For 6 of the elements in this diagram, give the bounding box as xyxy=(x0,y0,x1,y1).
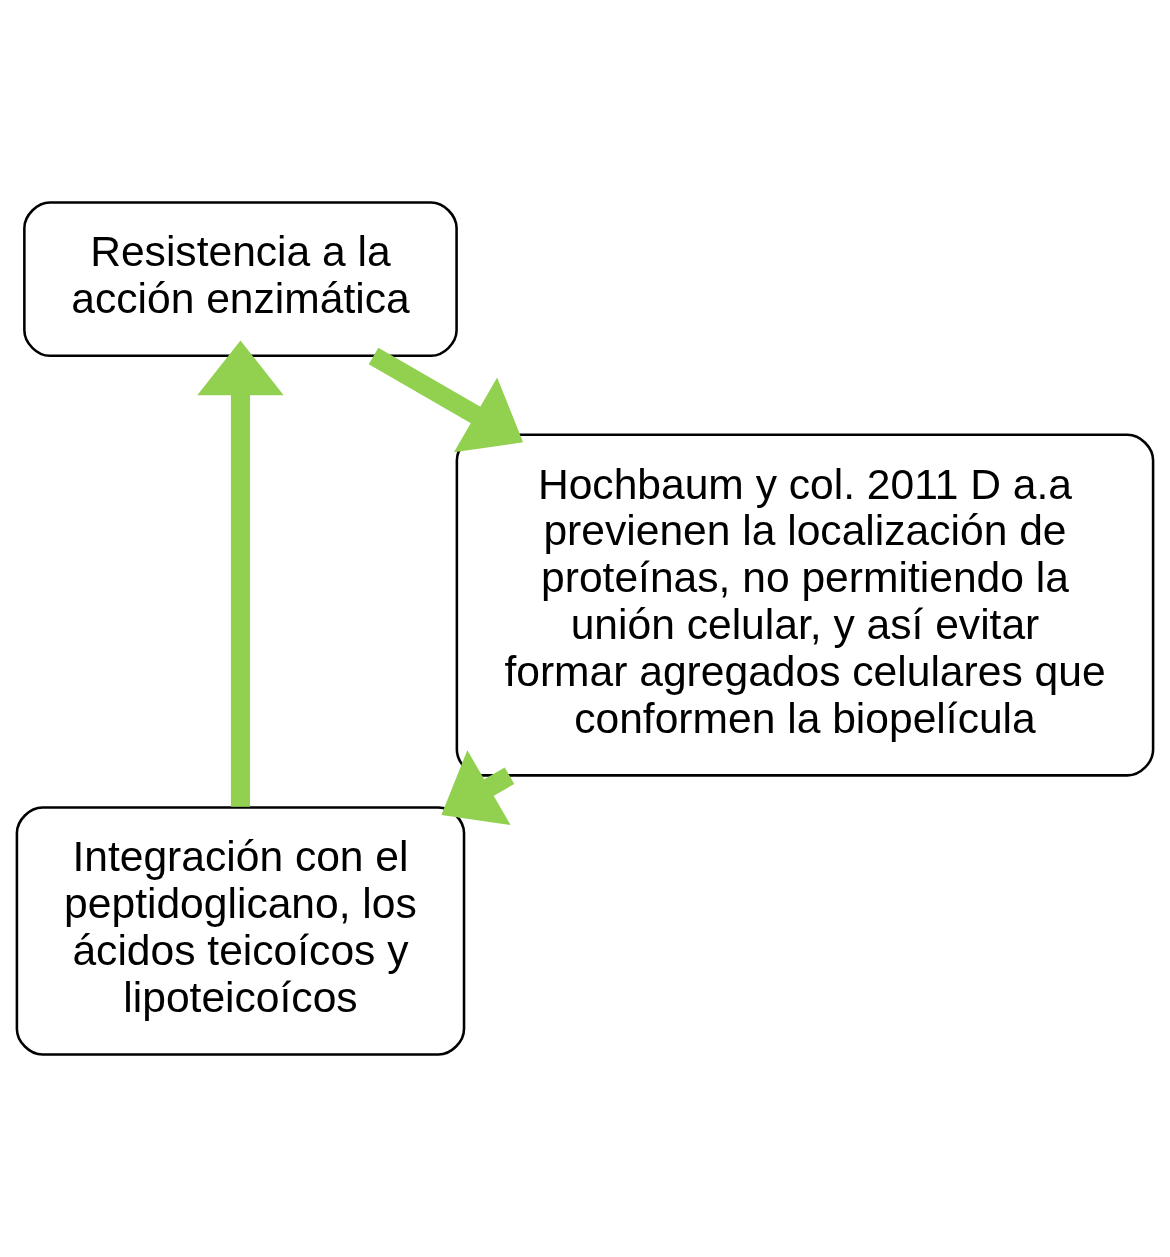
arrow xyxy=(441,750,515,825)
node-box: Resistencia a la acción enzimática xyxy=(23,201,458,358)
arrow xyxy=(197,340,284,807)
node-box: Integración con el peptidoglicano, los ácidos teicoícos y lipoteicoícos xyxy=(15,806,466,1056)
node-box: Hochbaum y col. 2011 D a.a previenen la localización de proteínas, no permitiendo la unión celular, y así evitar formar agregados celulares que conformen la biopelícula xyxy=(455,433,1155,777)
arrow xyxy=(368,347,524,453)
